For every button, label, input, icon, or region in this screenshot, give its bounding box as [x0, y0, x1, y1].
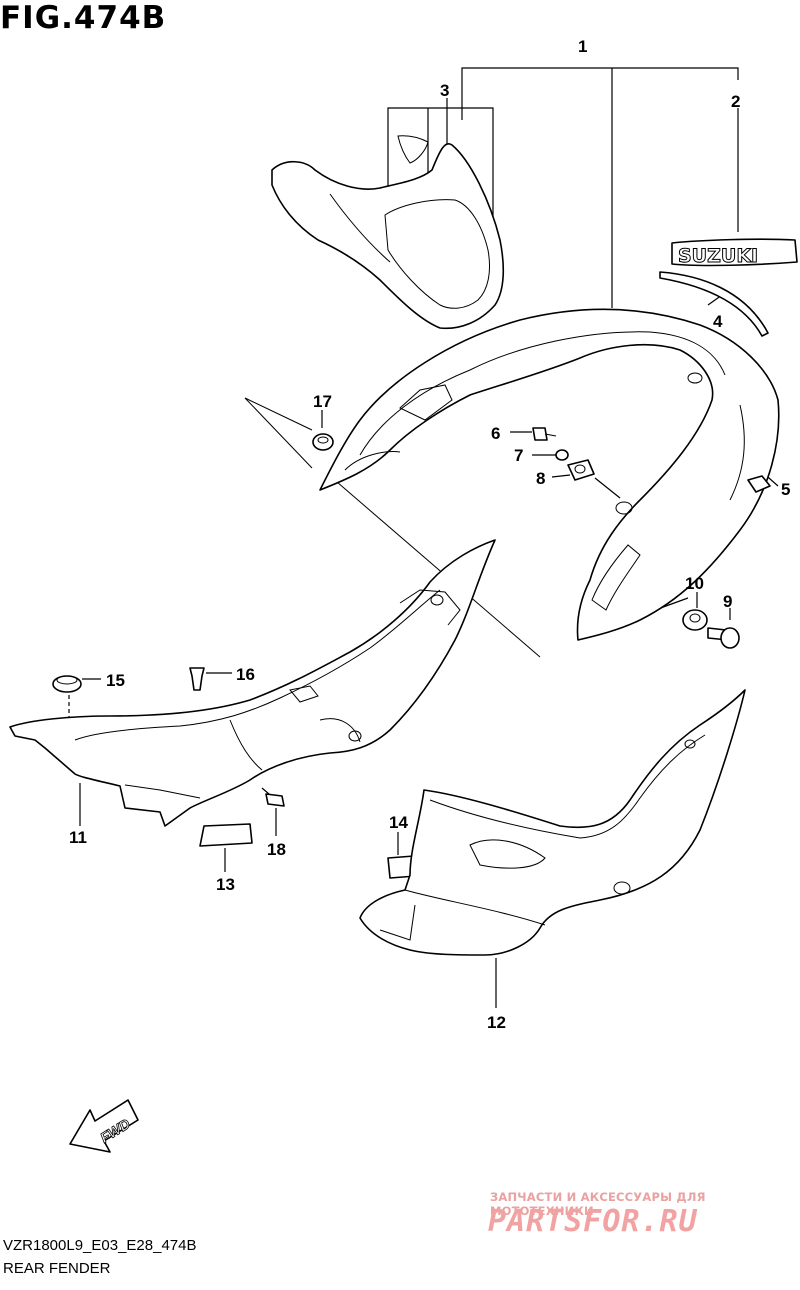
callout-3: 3	[440, 81, 449, 100]
side-cover-right-part	[359, 689, 746, 956]
callout-16: 16	[236, 665, 255, 684]
callout-17: 17	[313, 392, 332, 411]
callout-1: 1	[578, 37, 587, 56]
callout-12: 12	[487, 1013, 506, 1032]
callout-9: 9	[723, 592, 732, 611]
rivet-16	[189, 667, 205, 691]
screw-6	[532, 427, 557, 441]
screw-18	[265, 793, 285, 807]
callout-10: 10	[685, 574, 704, 593]
pad-13	[199, 823, 253, 847]
nut-5	[747, 475, 771, 493]
side-cover-left-part	[9, 539, 496, 827]
trim-strip-part	[659, 271, 769, 337]
callout-6: 6	[491, 424, 500, 443]
figure-caption: REAR FENDER	[3, 1260, 111, 1277]
callout-18: 18	[267, 840, 286, 859]
seat-cowl-part	[271, 135, 505, 330]
callout-14: 14	[389, 813, 408, 832]
cushion-10	[682, 609, 708, 631]
callout-5: 5	[781, 480, 790, 499]
callout-7: 7	[514, 446, 523, 465]
bolt-9	[707, 627, 740, 649]
watermark-tagline: ЗАПЧАСТИ И АКСЕССУАРЫ ДЛЯ МОТОТЕХНИКИ	[490, 1190, 706, 1218]
emblem-part: SUZUKI	[671, 238, 798, 268]
grommet-17	[312, 433, 334, 451]
watermark-logo: PARTSFOR.RU	[488, 1204, 698, 1239]
grommet-15	[52, 675, 82, 693]
figure-code: VZR1800L9_E03_E28_474B	[3, 1237, 197, 1254]
tail-frame-part	[319, 308, 780, 641]
callout-numbers: 1 2 3 4 5 6 7 8 9 10 11 12 13 14 15 16 1…	[69, 37, 790, 1032]
collar-7	[555, 449, 569, 461]
callout-13: 13	[216, 875, 235, 894]
callout-8: 8	[536, 469, 545, 488]
cushion-8	[567, 459, 595, 481]
callout-4: 4	[713, 312, 723, 331]
callout-2: 2	[731, 92, 740, 111]
figure-title: FIG.474B	[0, 0, 167, 36]
callout-11: 11	[69, 828, 87, 847]
fwd-arrow: FWD	[69, 1099, 139, 1153]
emblem-text: SUZUKI	[678, 245, 758, 267]
callout-15: 15	[106, 671, 125, 690]
